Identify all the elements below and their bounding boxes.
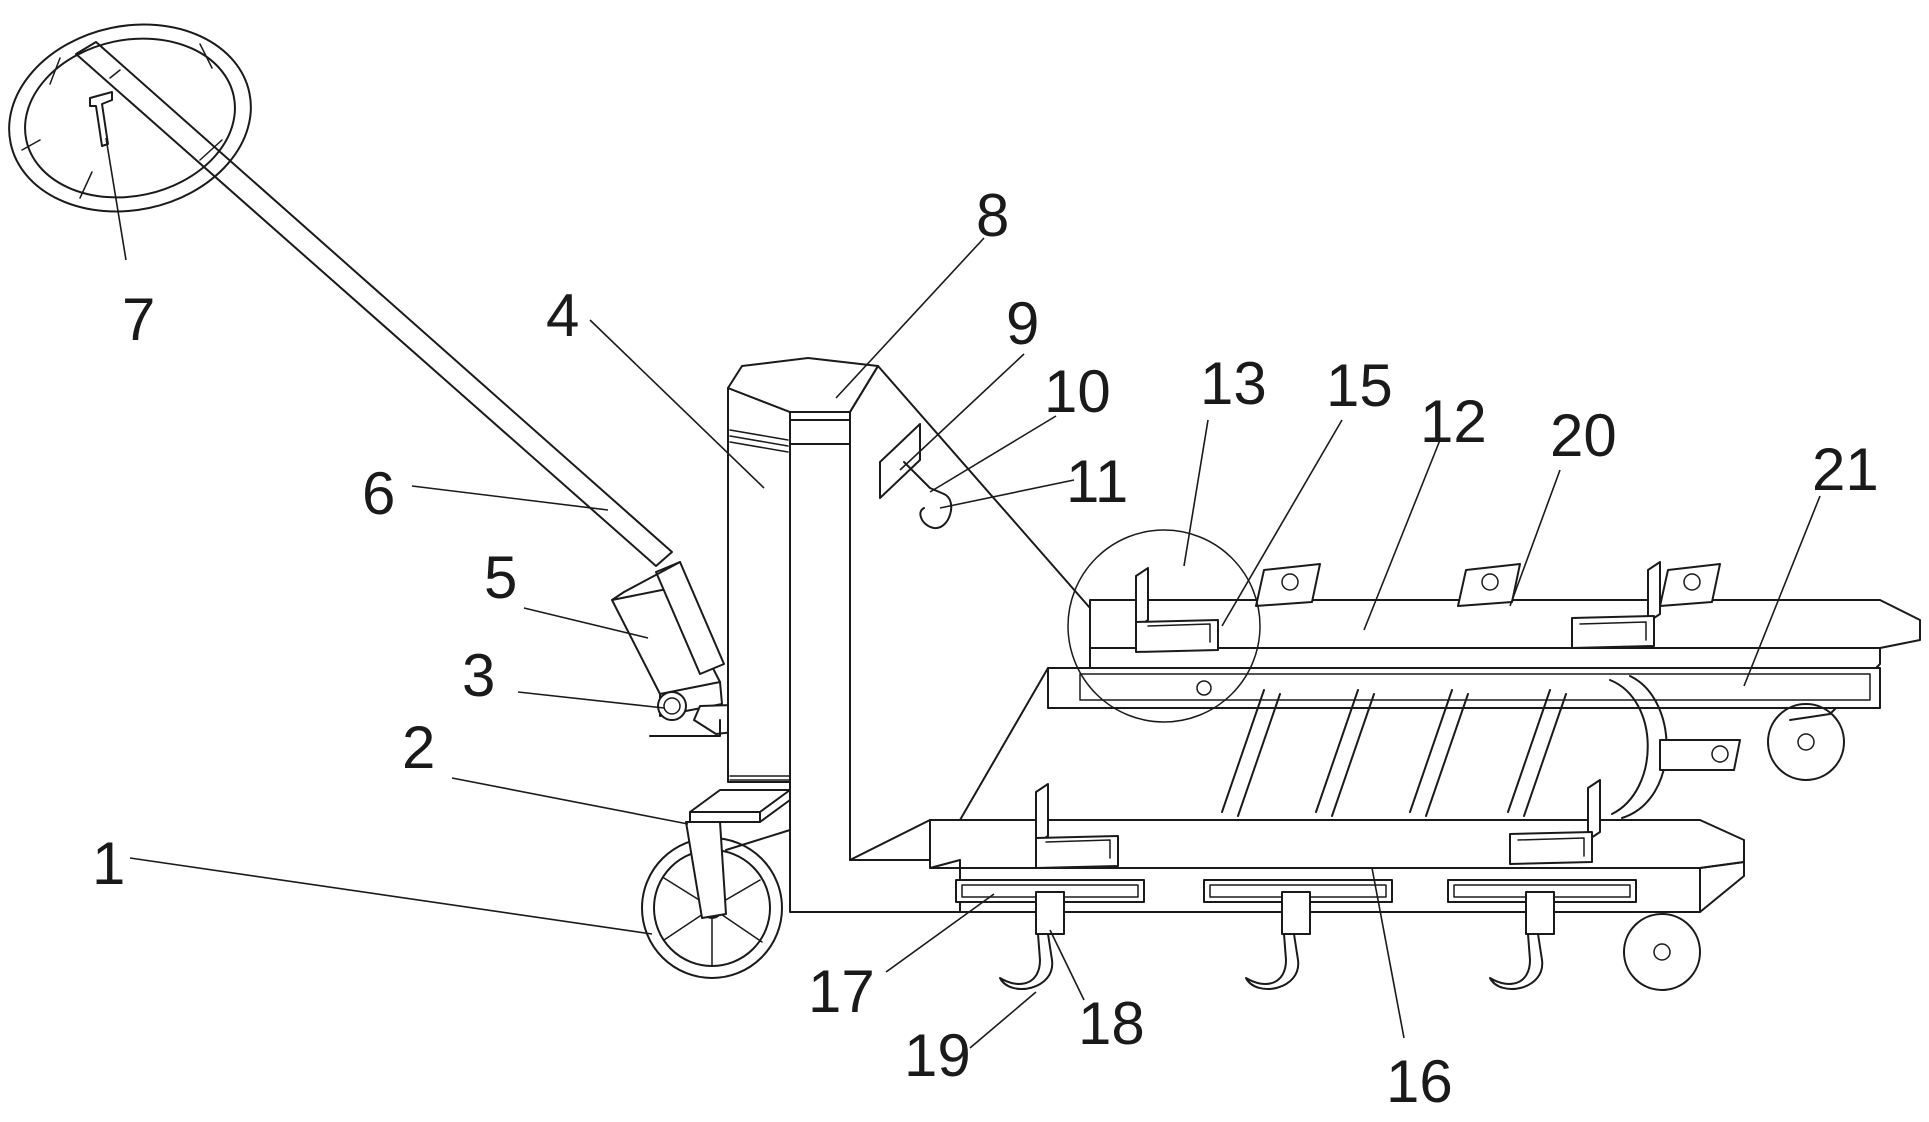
callout-5: 5 bbox=[484, 544, 517, 611]
back-wheel bbox=[1767, 703, 1845, 781]
back-fork bbox=[1047, 599, 1921, 721]
pump-column bbox=[727, 357, 879, 783]
mount-tabs bbox=[1255, 563, 1721, 607]
leader-lines bbox=[105, 137, 1821, 1049]
callout-17: 17 bbox=[808, 958, 875, 1025]
hanging-hooks bbox=[999, 891, 1555, 990]
callout-7: 7 bbox=[122, 286, 155, 353]
callout-15: 15 bbox=[1326, 352, 1393, 419]
detail-circle bbox=[1067, 529, 1261, 723]
callout-16: 16 bbox=[1386, 1048, 1453, 1115]
callouts: 1 2 3 4 5 6 7 8 9 10 11 12 13 15 16 17 1… bbox=[92, 182, 1879, 1115]
main-frame bbox=[789, 365, 1091, 913]
callout-1: 1 bbox=[92, 830, 125, 897]
callout-21: 21 bbox=[1812, 436, 1879, 503]
callout-10: 10 bbox=[1044, 358, 1111, 425]
handle-socket bbox=[611, 561, 725, 717]
callout-3: 3 bbox=[462, 642, 495, 709]
callout-4: 4 bbox=[546, 282, 579, 349]
callout-19: 19 bbox=[904, 1022, 971, 1089]
callout-18: 18 bbox=[1078, 990, 1145, 1057]
side-hook-mount bbox=[879, 423, 953, 529]
cross-bars bbox=[1221, 675, 1668, 819]
callout-2: 2 bbox=[402, 714, 435, 781]
callout-6: 6 bbox=[362, 460, 395, 527]
side-plate bbox=[1659, 739, 1741, 771]
handle-shaft bbox=[75, 41, 673, 567]
steering-wheel bbox=[8, 23, 252, 213]
callout-13: 13 bbox=[1200, 350, 1267, 417]
callout-11: 11 bbox=[1066, 448, 1128, 515]
callout-20: 20 bbox=[1550, 402, 1617, 469]
callout-12: 12 bbox=[1420, 388, 1487, 455]
back-clamps bbox=[1135, 561, 1661, 653]
front-wheel bbox=[641, 789, 791, 979]
callout-9: 9 bbox=[1006, 290, 1039, 357]
front-clamps bbox=[1035, 779, 1601, 869]
callout-8: 8 bbox=[976, 182, 1009, 249]
front-fork-wheel bbox=[1623, 913, 1701, 991]
